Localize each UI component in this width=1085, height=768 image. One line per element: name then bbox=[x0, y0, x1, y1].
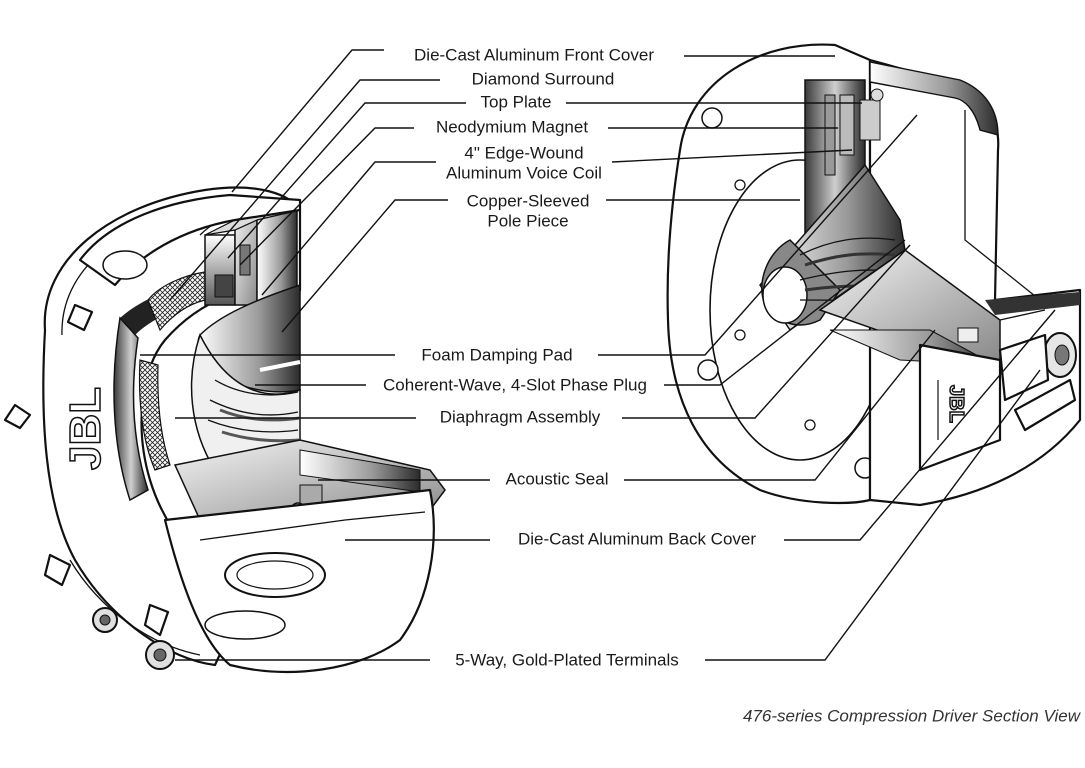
label-diamond-surround: Diamond Surround bbox=[472, 69, 615, 88]
label-back-cover: Die-Cast Aluminum Back Cover bbox=[518, 529, 756, 548]
label-acoustic-seal: Acoustic Seal bbox=[506, 469, 609, 488]
label-front-cover: Die-Cast Aluminum Front Cover bbox=[414, 45, 654, 64]
label-terminals: 5-Way, Gold-Plated Terminals bbox=[455, 650, 679, 669]
label-neodymium-magnet: Neodymium Magnet bbox=[436, 117, 588, 136]
label-top-plate: Top Plate bbox=[481, 92, 552, 111]
label-diaphragm-assembly: Diaphragm Assembly bbox=[440, 407, 601, 426]
label-pole-piece-line2: Pole Piece bbox=[487, 211, 568, 230]
label-foam-damping-pad: Foam Damping Pad bbox=[421, 345, 572, 364]
right-driver-illustration: JBL bbox=[666, 43, 1082, 507]
label-voice-coil-line1: 4" Edge-Wound bbox=[464, 143, 583, 162]
figure-caption: 476-series Compression Driver Section Vi… bbox=[743, 706, 1082, 725]
label-voice-coil-line2: Aluminum Voice Coil bbox=[446, 163, 602, 182]
jbl-logo-left: JBL bbox=[60, 386, 111, 471]
label-pole-piece-line1: Copper-Sleeved bbox=[467, 191, 590, 210]
callout-labels: Die-Cast Aluminum Front Cover Diamond Su… bbox=[383, 45, 756, 669]
svg-text:JBL: JBL bbox=[945, 385, 967, 423]
left-driver-illustration: JBL bbox=[3, 186, 446, 673]
label-phase-plug: Coherent-Wave, 4-Slot Phase Plug bbox=[383, 375, 647, 394]
leader-lines bbox=[140, 49, 1056, 661]
svg-text:JBL: JBL bbox=[61, 387, 110, 470]
jbl-logo-right: JBL bbox=[944, 384, 968, 423]
terminal-icon bbox=[92, 603, 175, 670]
